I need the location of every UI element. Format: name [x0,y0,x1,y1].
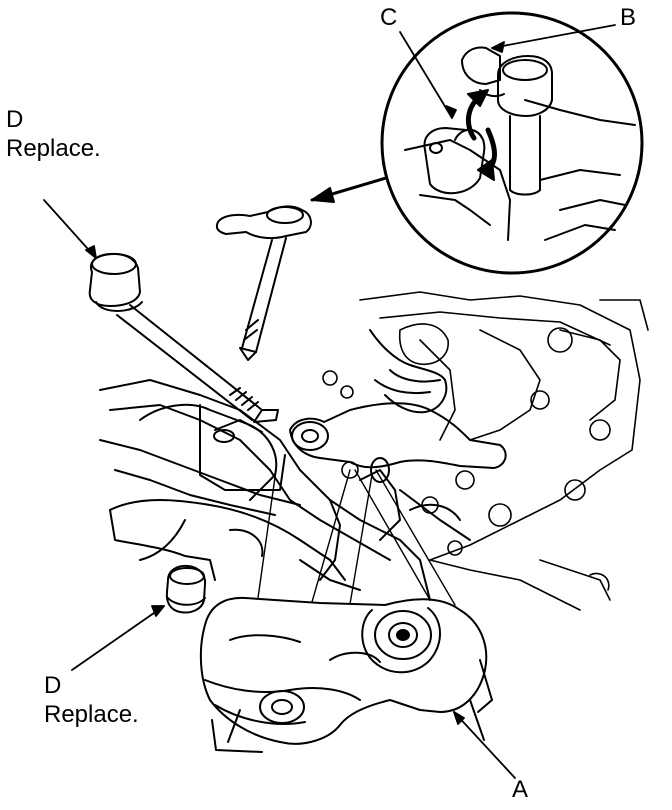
callout-b-label: B [620,4,637,31]
callout-d-upper: D Replace. [6,106,101,164]
callout-d-lower-note: Replace. [44,700,139,728]
callout-d-upper-note: Replace. [6,134,101,162]
detail-circle [380,11,644,275]
bolt-d-long [88,252,279,423]
callout-leaders [43,24,616,779]
callout-c-label: C [380,4,398,31]
clip-bolt [215,205,312,361]
detail-arrow [310,176,388,203]
callout-d-lower-letter: D [44,672,62,699]
transmission-mount [199,596,493,753]
torque-rod-bracket [289,329,507,469]
engine-block-outline [322,291,649,611]
callout-d-upper-letter: D [6,106,24,133]
callout-d-lower: D Replace. [44,672,139,730]
reference-lines [257,469,456,606]
lower-panel [109,499,361,591]
subframe-member [99,379,471,601]
callout-a-label: A [512,776,529,803]
bolt-d-short [165,564,207,614]
